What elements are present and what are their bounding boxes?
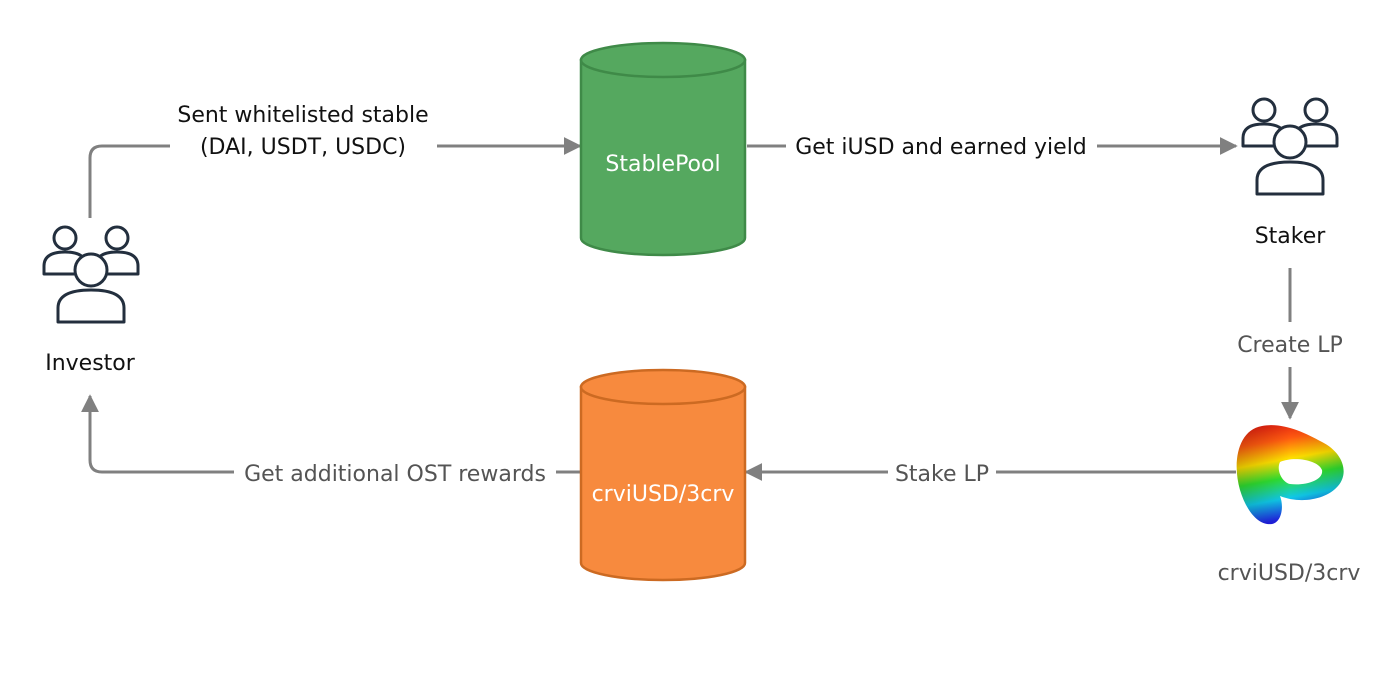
edge-label-sent-line1: Sent whitelisted stable <box>177 103 428 128</box>
edge-label-get-ost: Get additional OST rewards <box>244 462 546 487</box>
edge-label-create-lp: Create LP <box>1237 333 1343 358</box>
edge-label-get-iusd: Get iUSD and earned yield <box>795 135 1087 160</box>
investor-label: Investor <box>45 351 136 376</box>
staker-label: Staker <box>1255 224 1327 249</box>
edge-crvpool-to-investor <box>90 396 580 474</box>
crvpool-label: crviUSD/3crv <box>592 482 735 507</box>
edge-label-stake-lp: Stake LP <box>895 462 989 487</box>
curve-lp-label: crviUSD/3crv <box>1218 561 1361 586</box>
investor-users-group-icon <box>42 225 140 324</box>
staker-users-group-icon <box>1241 97 1339 196</box>
edge-investor-to-stablepool <box>88 146 580 218</box>
curve-logo-icon <box>1236 425 1344 525</box>
stablepool-label: StablePool <box>605 152 720 177</box>
edge-label-sent-line2: (DAI, USDT, USDC) <box>200 135 406 160</box>
crvpool-cylinder[interactable]: crviUSD/3crv <box>579 368 747 582</box>
stablepool-cylinder[interactable]: StablePool <box>579 41 747 257</box>
